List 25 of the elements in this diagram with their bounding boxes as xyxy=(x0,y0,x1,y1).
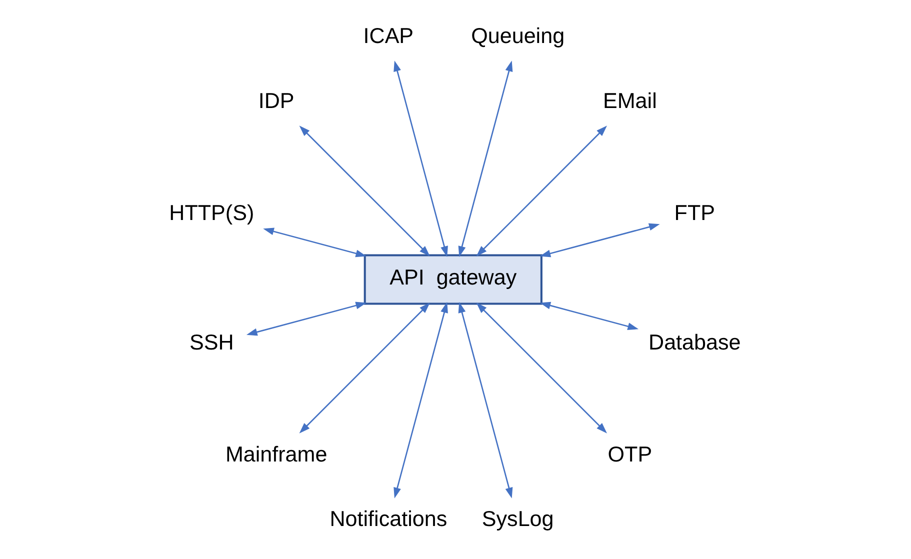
node-text: IDP xyxy=(258,88,294,113)
arrow xyxy=(540,302,639,330)
arrow xyxy=(263,228,367,258)
arrow xyxy=(246,302,367,336)
node-text: FTP xyxy=(674,200,715,225)
arrow xyxy=(476,126,608,256)
arrow xyxy=(476,302,608,434)
node-text: EMail xyxy=(602,88,657,113)
node-text: Database xyxy=(648,329,741,354)
node-text: ICAP xyxy=(363,23,414,48)
node-box: API gateway xyxy=(364,254,542,305)
node-text: HTTP(S) xyxy=(169,200,254,225)
node-text: Notifications xyxy=(330,506,448,532)
node-text: SysLog xyxy=(482,506,554,532)
node-text: Mainframe xyxy=(225,441,328,466)
node-text: SSH xyxy=(189,329,234,354)
arrow xyxy=(458,302,513,498)
arrow xyxy=(394,60,448,257)
arrow xyxy=(299,126,430,256)
arrow xyxy=(540,223,660,258)
arrow xyxy=(458,60,513,257)
node-text: OTP xyxy=(608,441,652,466)
arrow xyxy=(394,302,448,498)
arrow xyxy=(299,302,430,434)
node-text: Queueing xyxy=(471,23,565,48)
